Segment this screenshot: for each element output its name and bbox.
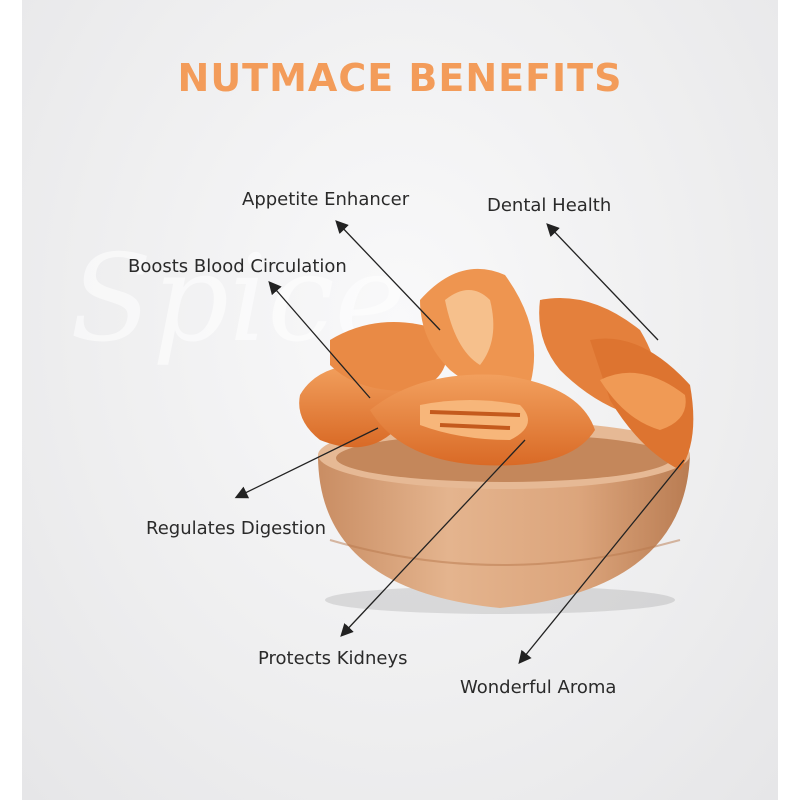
label-wonderful-aroma: Wonderful Aroma	[460, 677, 617, 698]
nutmace-pile	[299, 268, 694, 470]
arrow-wonderful-aroma	[518, 459, 685, 665]
arrow-dental-health	[546, 223, 659, 341]
label-protects-kidneys: Protects Kidneys	[258, 648, 408, 669]
label-regulates-digestion: Regulates Digestion	[146, 518, 327, 539]
label-appetite-enhancer: Appetite Enhancer	[242, 189, 410, 210]
label-dental-health: Dental Health	[487, 195, 612, 216]
label-boosts-blood-circulation: Boosts Blood Circulation	[128, 256, 347, 277]
arrow-protects-kidneys	[340, 439, 526, 637]
arrow-blood-circulation	[268, 281, 371, 399]
callout-arrows	[234, 220, 685, 665]
arrow-appetite-enhancer	[335, 220, 441, 331]
arrow-regulates-digestion	[234, 427, 379, 499]
page-title: NUTMACE BENEFITS	[177, 56, 623, 100]
